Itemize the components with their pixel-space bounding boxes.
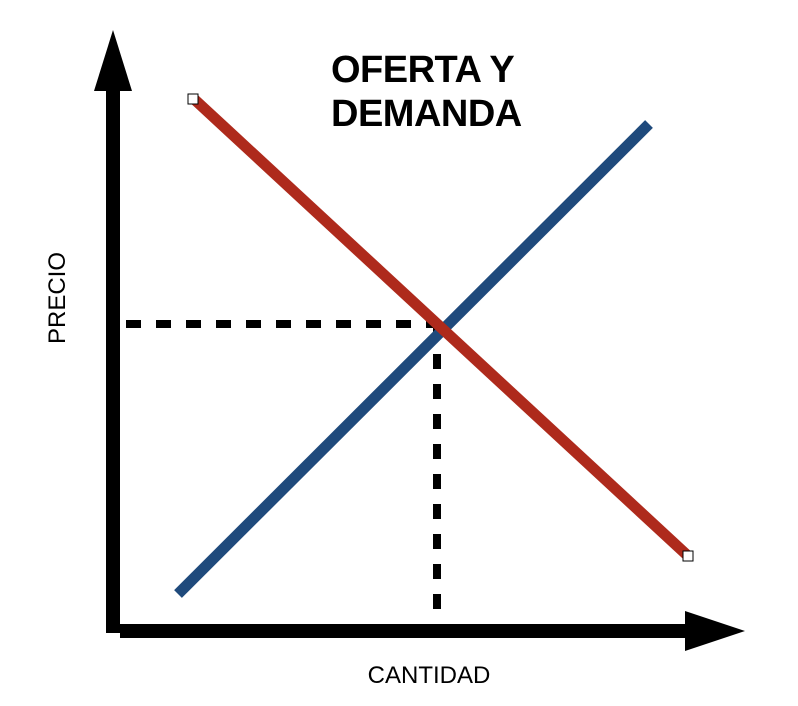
demand-line bbox=[190, 94, 692, 561]
supply-line bbox=[174, 120, 653, 598]
x-axis-arrow-icon bbox=[685, 611, 745, 651]
x-axis bbox=[120, 624, 690, 638]
y-axis-arrow-icon bbox=[94, 30, 132, 91]
x-axis-label: CANTIDAD bbox=[367, 662, 491, 689]
y-axis bbox=[106, 88, 120, 633]
diagram-title: OFERTA Y DEMANDA bbox=[331, 48, 522, 136]
title-line-2: DEMANDA bbox=[331, 93, 522, 135]
y-axis-label: PRECIO bbox=[44, 251, 71, 345]
demand-start-handle[interactable] bbox=[187, 93, 199, 105]
title-line-1: OFERTA Y bbox=[331, 49, 515, 91]
demand-end-handle[interactable] bbox=[682, 550, 694, 562]
